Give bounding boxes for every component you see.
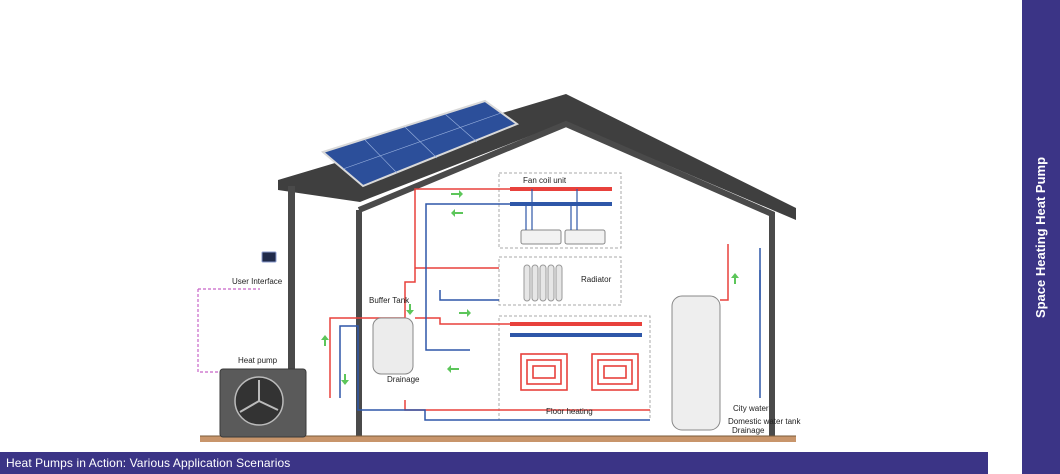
- footer-bar: Heat Pumps in Action: Various Applicatio…: [0, 452, 988, 474]
- fan-coil-unit-box: [498, 172, 622, 249]
- side-tab-title: Space Heating Heat Pump: [1033, 156, 1049, 318]
- domestic-water-tank-label: Domestic water tank: [728, 417, 801, 426]
- user-interface-label: User Interface: [232, 277, 283, 286]
- radiator-box: [498, 256, 622, 306]
- radiator-icon: [523, 264, 563, 302]
- fan-coil-unit-right: [564, 229, 606, 245]
- heat-pump-label: Heat pump: [238, 356, 278, 365]
- drainage-buffer-label: Drainage: [387, 375, 420, 384]
- flow-arrows: [321, 190, 739, 385]
- fan-icon: [234, 376, 284, 426]
- floor-heating-label: Floor heating: [546, 407, 593, 416]
- user-interface-display-icon: [261, 251, 277, 263]
- radiator-label: Radiator: [581, 275, 612, 284]
- city-water-label: City water: [733, 404, 769, 413]
- footer-title: Heat Pumps in Action: Various Applicatio…: [6, 456, 291, 470]
- fan-coil-unit-left: [520, 229, 562, 245]
- floor-heating-loop-left: [520, 353, 568, 391]
- buffer-tank: [372, 317, 414, 375]
- solar-panel-icon: [320, 99, 520, 188]
- fan-coil-unit-label: Fan coil unit: [523, 176, 567, 185]
- floor-heating-loop-right: [591, 353, 639, 391]
- heat-pump-unit: [219, 368, 307, 438]
- side-tab: Space Heating Heat Pump: [1022, 0, 1060, 474]
- ground-strip: [200, 436, 796, 442]
- drainage-tank-label: Drainage: [732, 426, 765, 435]
- control-wire: [197, 288, 260, 373]
- domestic-water-tank: [671, 295, 721, 431]
- cold-water-pipes: [339, 203, 761, 421]
- buffer-tank-label: Buffer Tank: [369, 296, 410, 305]
